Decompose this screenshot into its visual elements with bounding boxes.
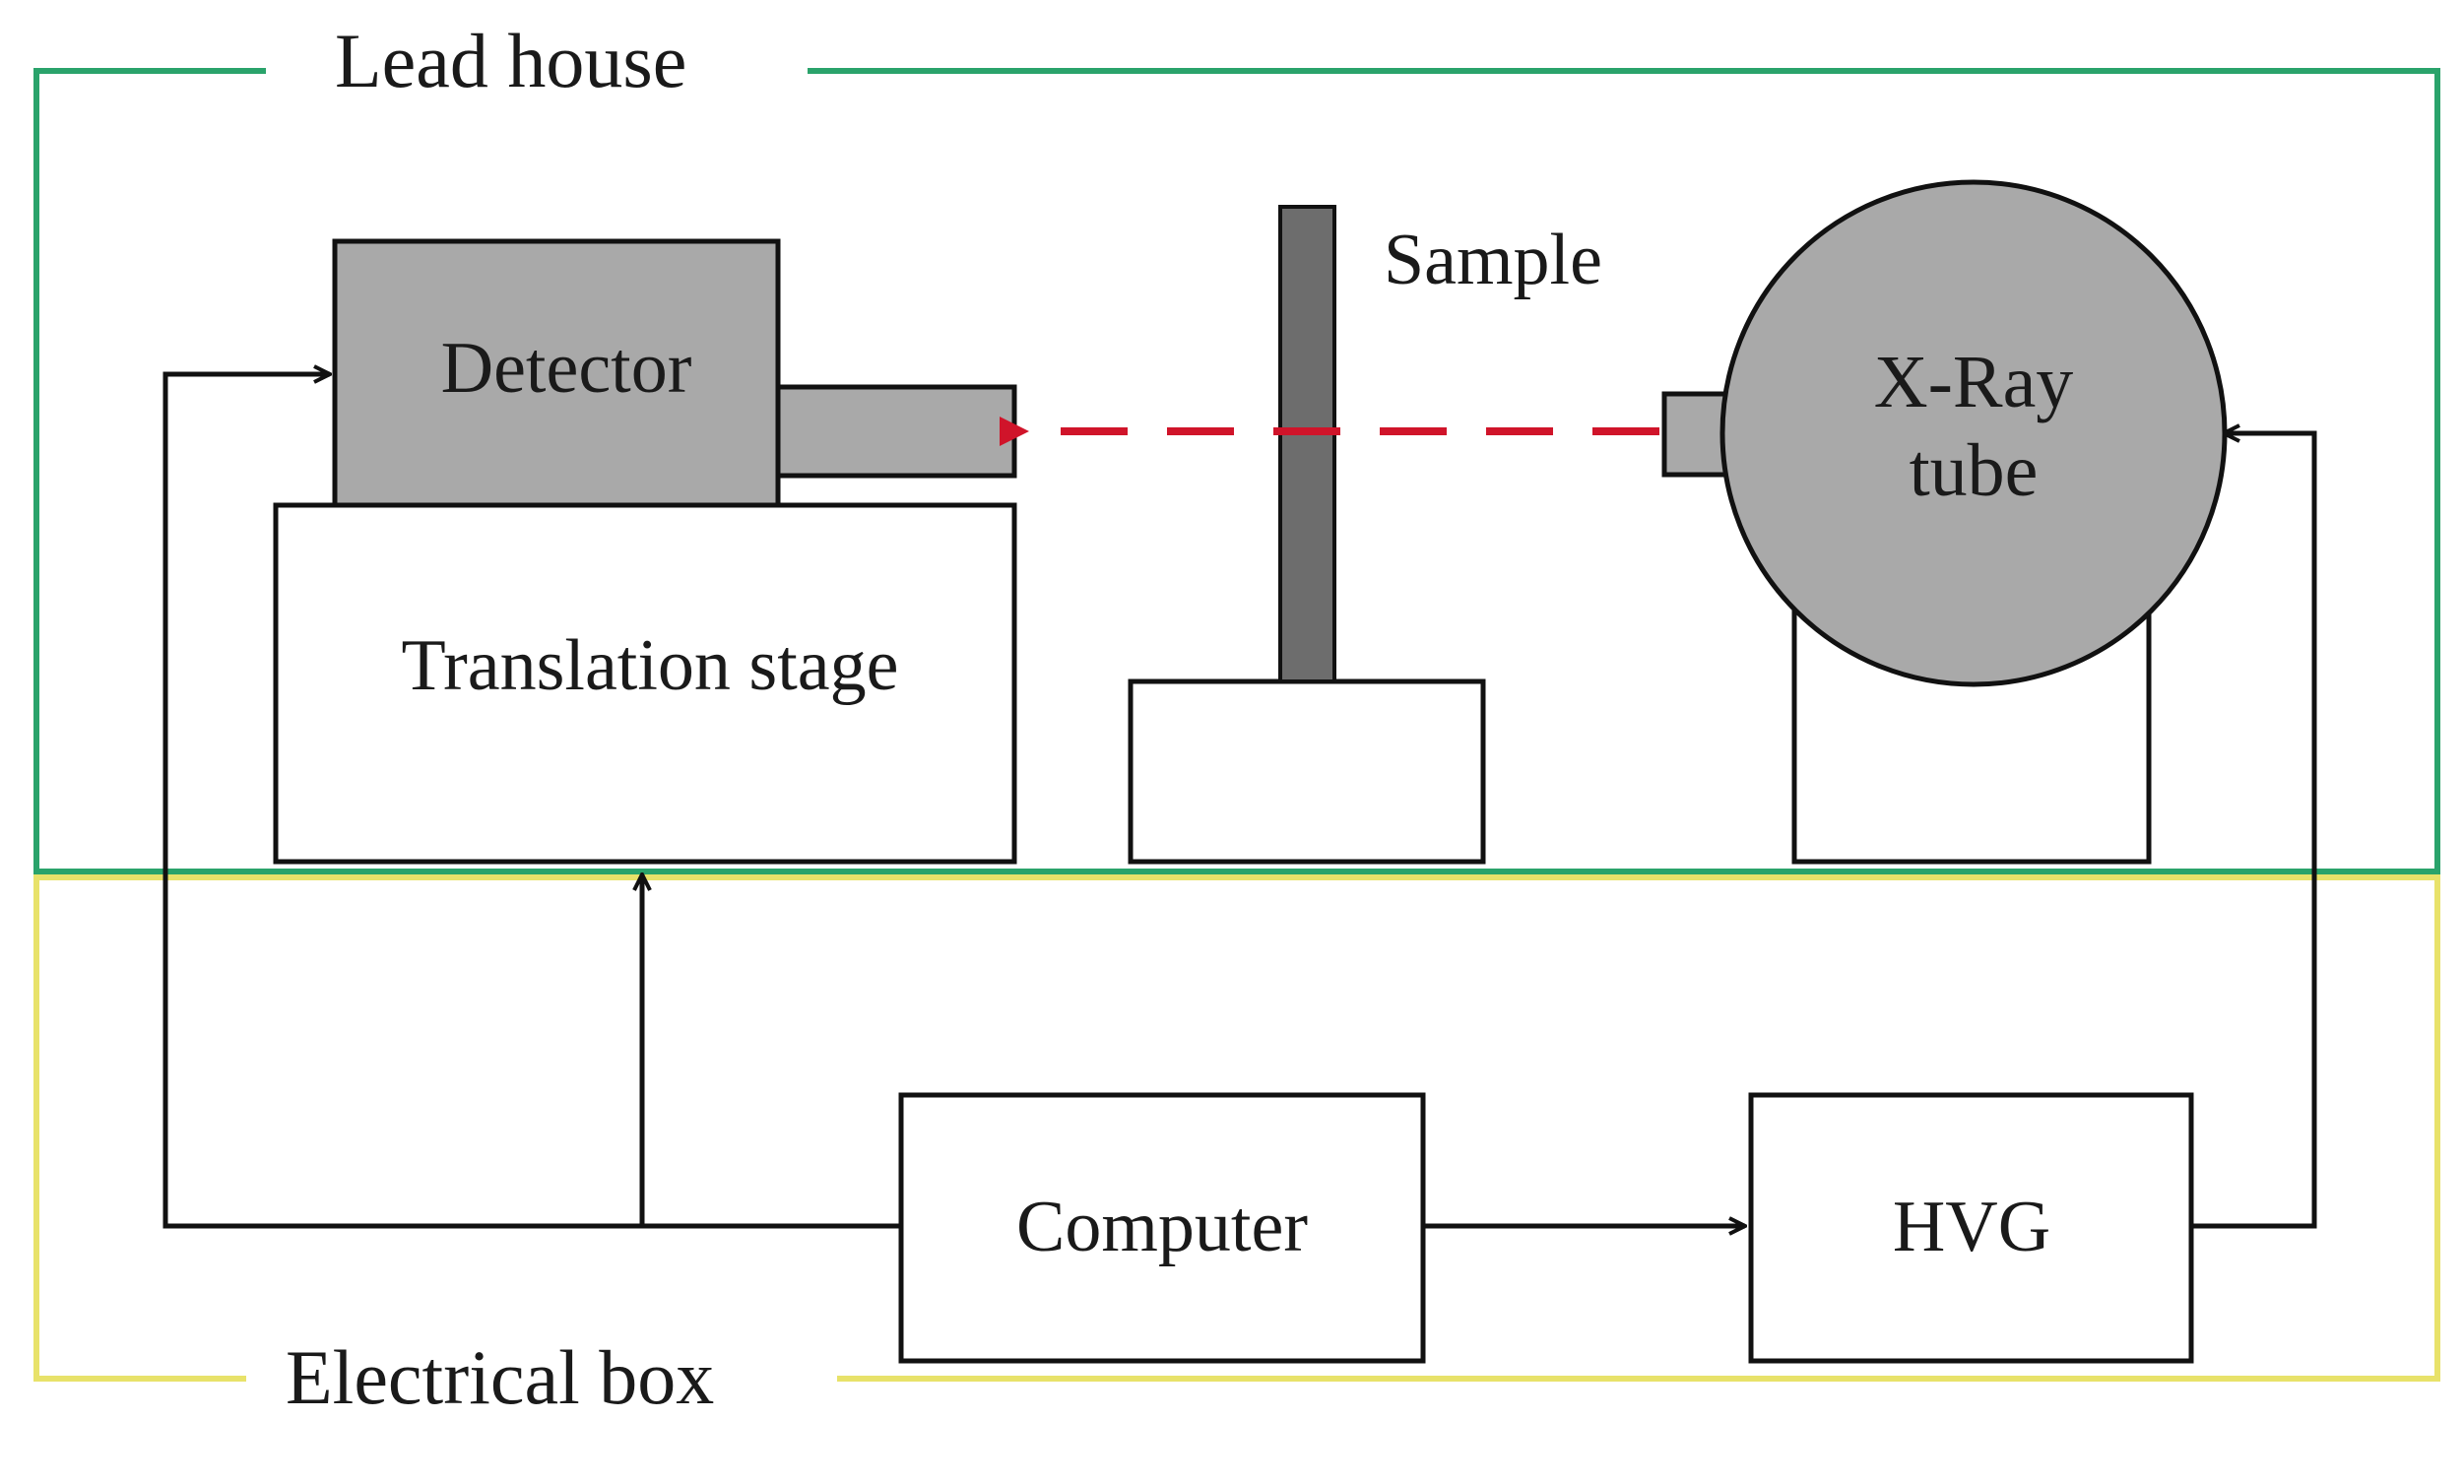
computer: Computer	[898, 1092, 1426, 1364]
hvg: HVG	[1748, 1092, 2194, 1364]
electrical-box-region: Electrical box	[33, 874, 2440, 1420]
detector-body	[332, 238, 781, 508]
detector-label: Detector	[441, 328, 692, 409]
electrical-box-label: Electrical box	[286, 1334, 714, 1420]
wire-hvg-to-xray-tube	[2191, 433, 2317, 1229]
translation-stage-box	[273, 502, 1017, 865]
lead-house-border	[33, 68, 2440, 874]
xray-tube: X-Ray tube	[1661, 179, 2228, 865]
detector: Detector	[332, 238, 1017, 508]
translation-stage-label: Translation stage	[402, 625, 899, 706]
electrical-box-border	[33, 874, 2440, 1382]
hvg-box	[1748, 1092, 2194, 1364]
translation-stage: Translation stage	[273, 502, 1017, 865]
lead-house-region: Lead house	[33, 18, 2440, 874]
xray-tube-label-line2: tube	[1910, 429, 2039, 512]
control-wires	[162, 374, 2317, 1229]
lead-house-label: Lead house	[335, 18, 686, 103]
xray-tube-housing	[1719, 179, 2228, 687]
hvg-label: HVG	[1893, 1187, 2050, 1267]
sample-rod	[1278, 205, 1336, 683]
sample-holder: Sample	[1128, 205, 1602, 865]
sample-label: Sample	[1384, 220, 1602, 300]
computer-label: Computer	[1016, 1187, 1308, 1267]
computer-box	[898, 1092, 1426, 1364]
sample-base	[1128, 678, 1486, 865]
xray-tube-label-line1: X-Ray	[1874, 341, 2074, 423]
detector-snout	[775, 384, 1017, 479]
wire-computer-to-detector	[162, 374, 901, 1229]
